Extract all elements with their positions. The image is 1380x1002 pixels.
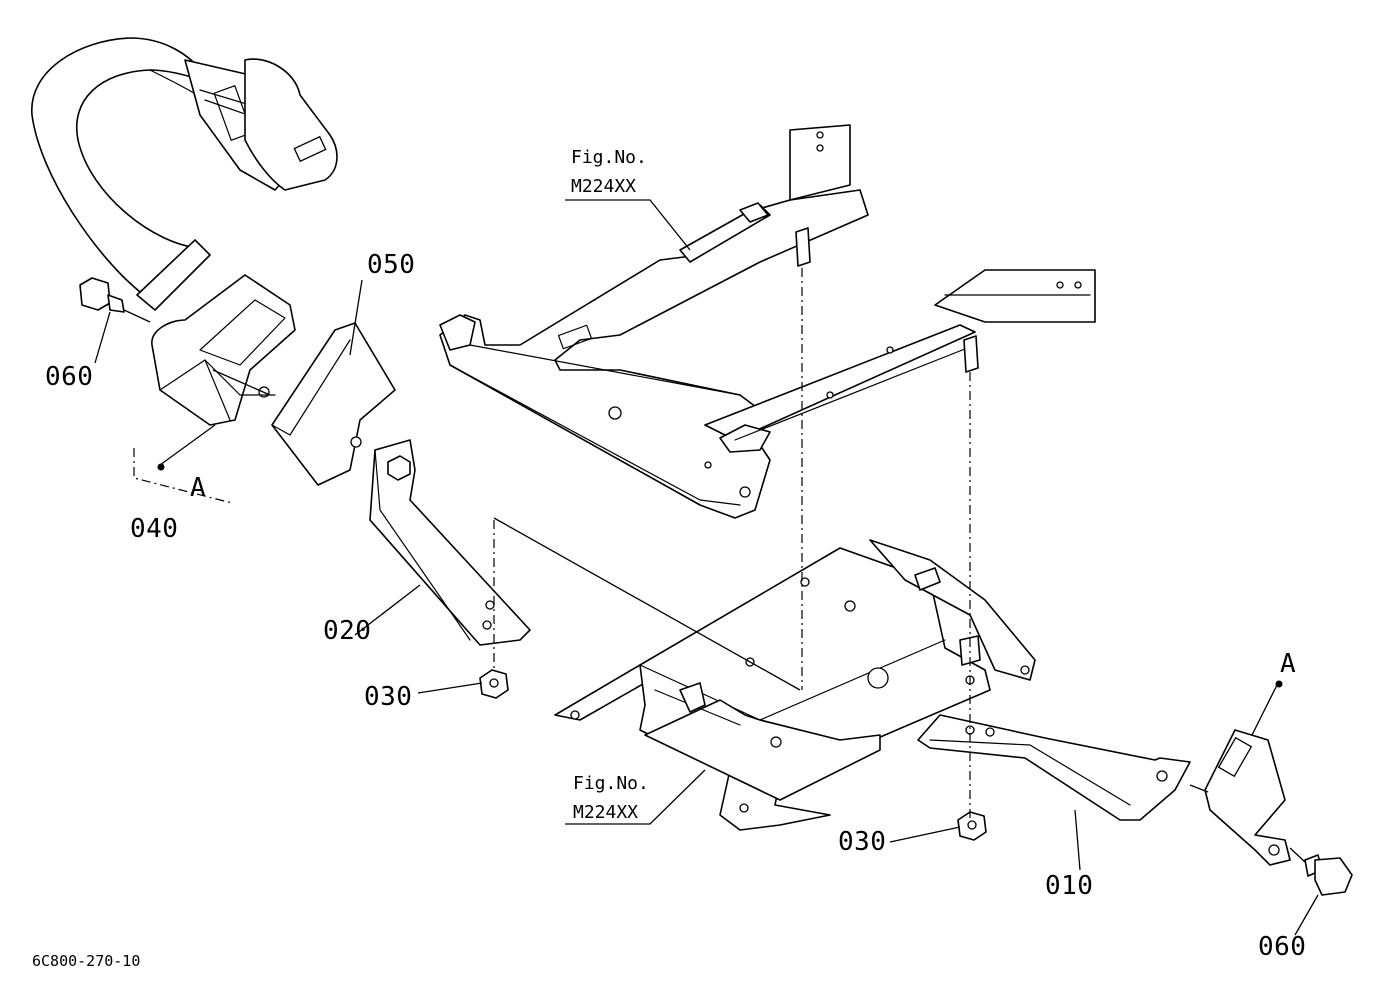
bracket-020: [369, 439, 531, 646]
seat-belt-webbing: [31, 37, 338, 293]
retractor-040: [136, 239, 296, 426]
fig-ref-top-line1: Fig.No.: [571, 147, 647, 168]
bracket-010: [917, 714, 1191, 821]
seat-base-lower: [554, 539, 1036, 831]
nut-030-right: [957, 811, 987, 841]
label-060-left: 060: [45, 362, 93, 392]
ref-point-a-right: [1275, 680, 1283, 688]
label-030-left: 030: [364, 682, 412, 712]
ref-point-a-left: [157, 463, 165, 471]
bolt-060-left: [79, 277, 151, 323]
fig-ref-top-line2: M224XX: [571, 176, 636, 197]
alignment-lines: [133, 268, 1209, 818]
label-020: 020: [323, 616, 371, 646]
stud-right: [963, 335, 979, 373]
bolt-060-right: [1289, 847, 1353, 896]
label-040: 040: [130, 514, 178, 544]
label-a-right: A: [1280, 649, 1296, 679]
label-030-right: 030: [838, 827, 886, 857]
leaders: [94, 199, 1319, 936]
label-010: 010: [1045, 871, 1093, 901]
label-a-left: A: [190, 473, 206, 503]
drawing-code: 6C800-270-10: [32, 952, 140, 970]
label-060-right: 060: [1258, 932, 1306, 962]
buckle-right: [1204, 729, 1291, 866]
fig-ref-bottom-line2: M224XX: [573, 802, 638, 823]
stud-left: [795, 227, 811, 267]
fig-ref-bottom-line1: Fig.No.: [573, 773, 649, 794]
label-050: 050: [367, 250, 415, 280]
nut-030-left: [479, 669, 509, 699]
seat-rail-upper: [439, 124, 1096, 519]
bracket-050: [271, 322, 396, 486]
